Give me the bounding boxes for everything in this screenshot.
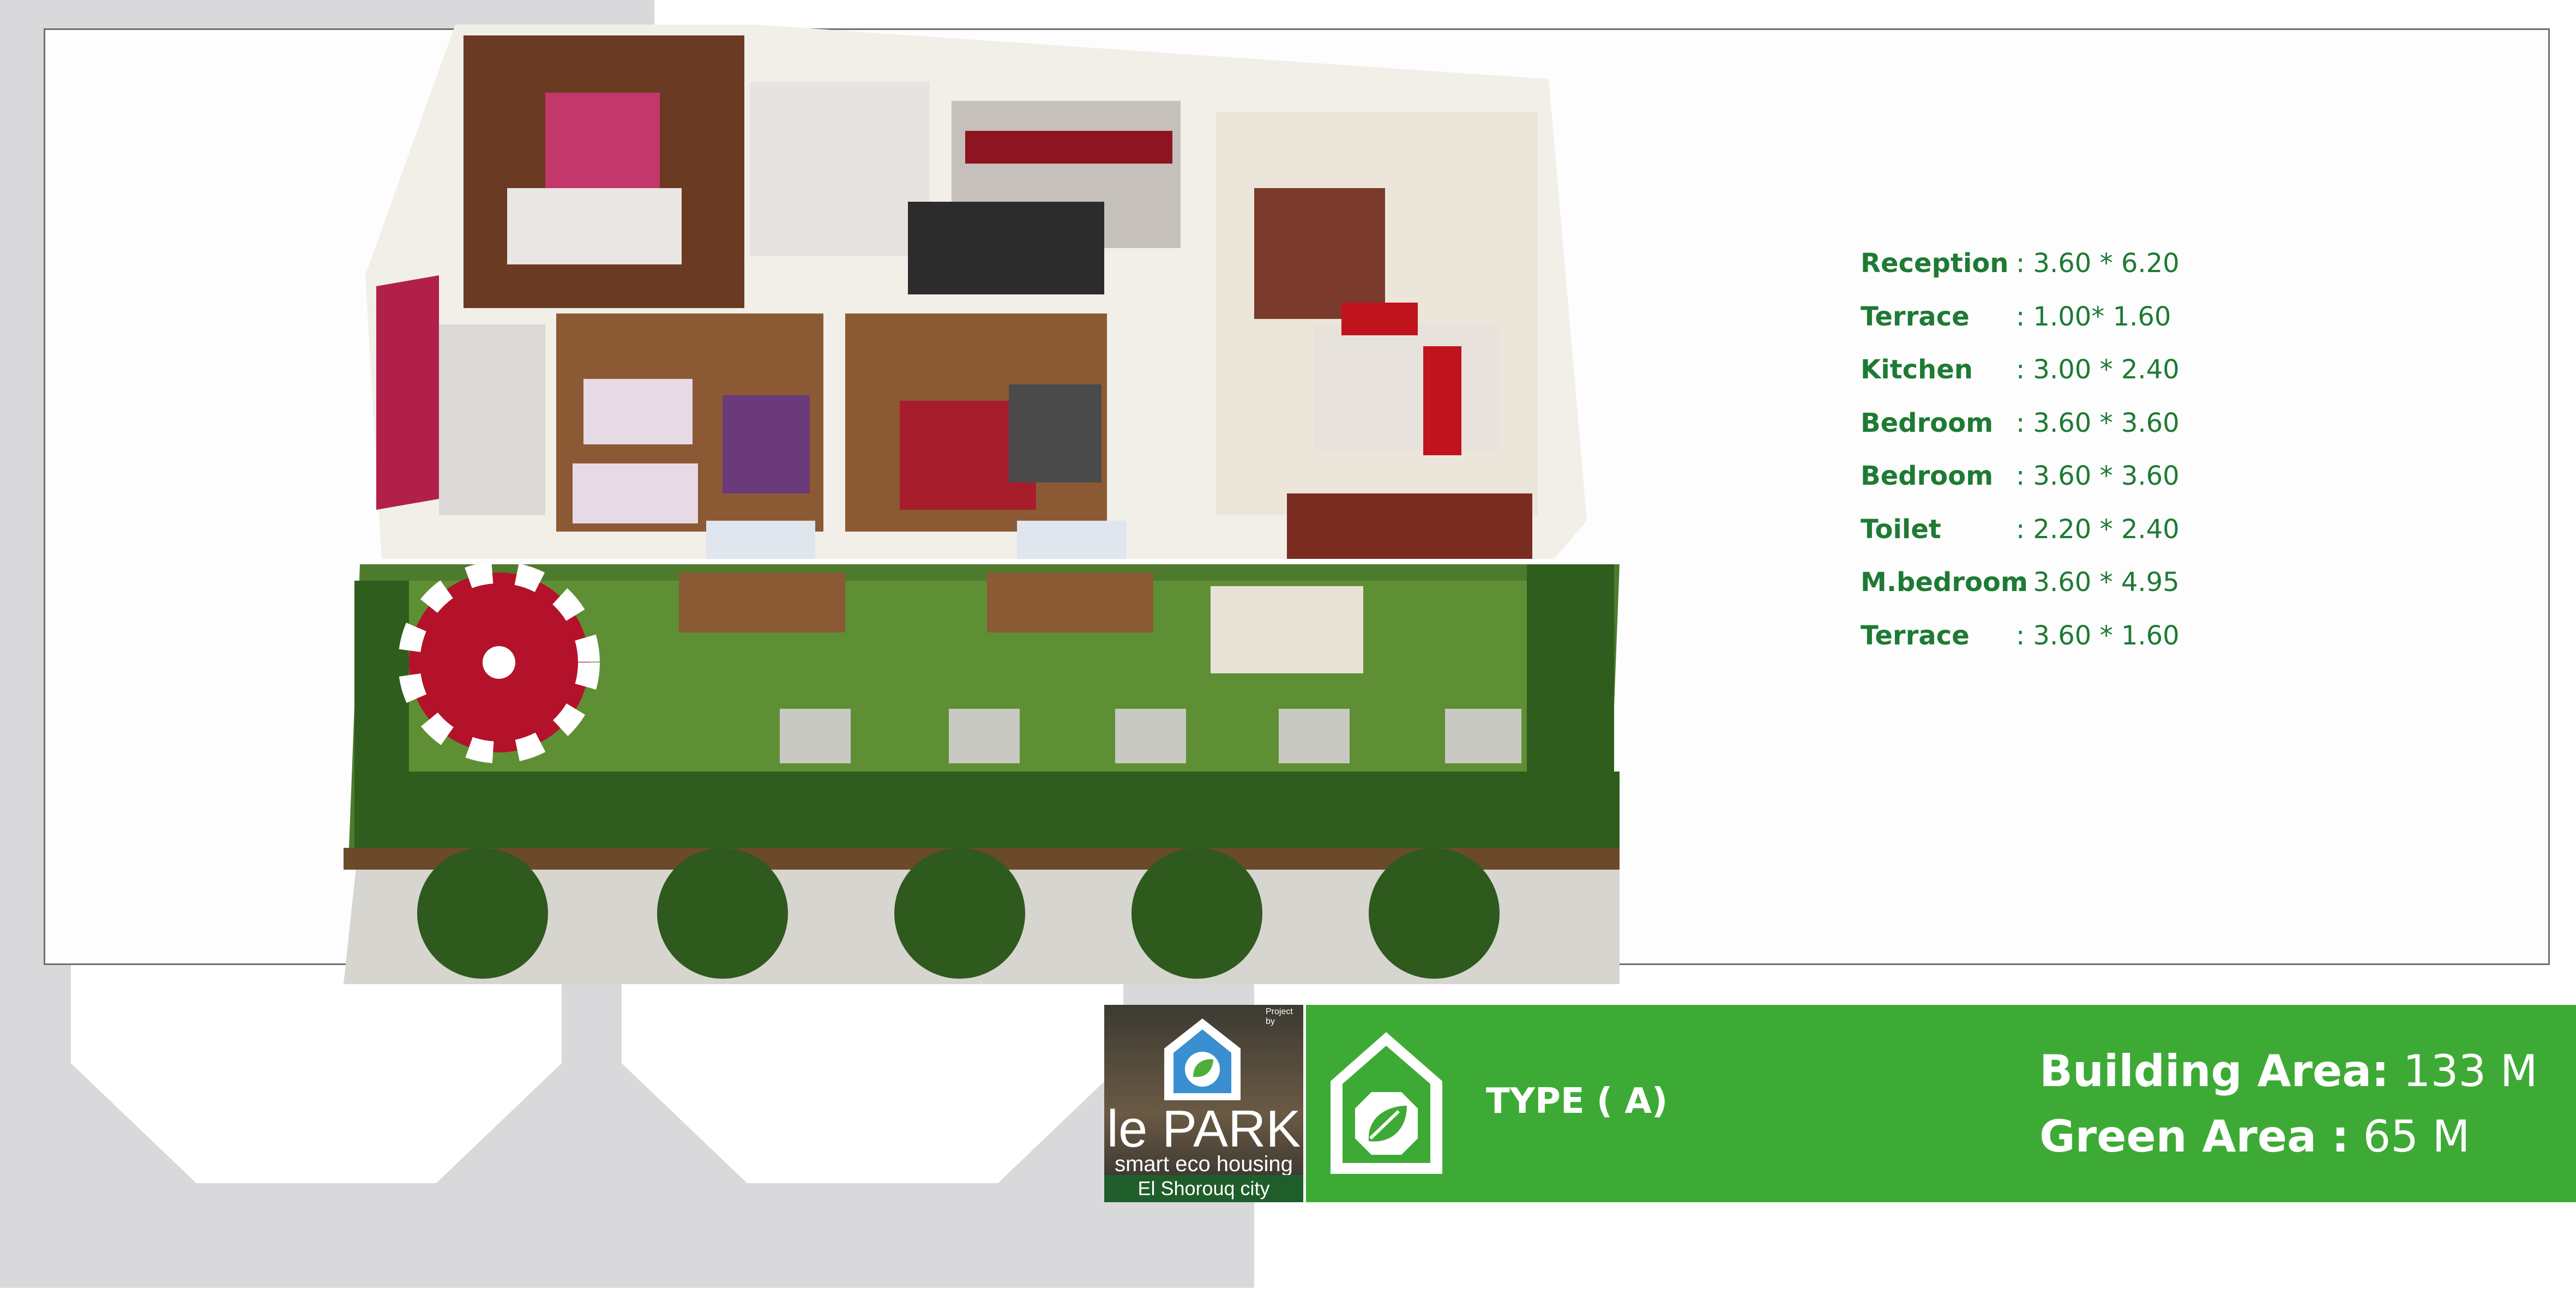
brand-tagline: smart eco housing	[1115, 1152, 1293, 1176]
room-name: Kitchen	[1861, 354, 1973, 385]
building-area-label: Building Area:	[2039, 1046, 2390, 1096]
room-name: M.bedroom	[1861, 567, 2028, 598]
room-dimension: : 1.00* 1.60	[2016, 301, 2171, 332]
room-name: Bedroom	[1861, 407, 1994, 438]
project-by-label: Project by	[1266, 1007, 1293, 1026]
building-area-value: 133 M	[2403, 1046, 2538, 1096]
room-dimension: : 3.60 * 4.95	[2016, 567, 2180, 598]
room-dimension: : 3.00 * 2.40	[2016, 354, 2180, 385]
green-area: Green Area : 65 M	[2039, 1111, 2470, 1162]
green-area-label: Green Area :	[2039, 1111, 2349, 1162]
room-dimension: : 2.20 * 2.40	[2016, 514, 2180, 545]
green-area-value: 65 M	[2363, 1111, 2470, 1162]
brand-city: El Shorouq city	[1104, 1175, 1303, 1202]
floor-plan-render	[338, 19, 1625, 984]
room-row-master-bedroom: M.bedroom : 3.60 * 4.95	[1861, 567, 2180, 620]
brand-name: le PARK	[1106, 1100, 1301, 1158]
room-dimension-list: Reception : 3.60 * 6.20 Terrace : 1.00* …	[1861, 248, 2180, 673]
house-leaf-logo-icon	[1164, 1018, 1241, 1100]
room-name: Terrace	[1861, 620, 1970, 651]
brand-logo-block: Project by le PARK smart eco housing El …	[1104, 1005, 1303, 1202]
building-area: Building Area: 133 M	[2039, 1046, 2538, 1096]
room-dimension: : 3.60 * 3.60	[2016, 461, 2180, 491]
room-dimension: : 3.60 * 6.20	[2016, 248, 2180, 279]
room-row-terrace: Terrace : 3.60 * 1.60	[1861, 620, 2180, 674]
room-name: Bedroom	[1861, 461, 1994, 491]
unit-info-bar: TYPE ( A) Building Area: 133 M Green Are…	[1306, 1005, 2576, 1202]
room-row-bedroom: Bedroom : 3.60 * 3.60	[1861, 408, 2180, 461]
leaf-icon	[1331, 1032, 1442, 1174]
unit-type-label: TYPE ( A)	[1486, 1081, 1668, 1122]
room-row-terrace: Terrace : 1.00* 1.60	[1861, 302, 2180, 355]
room-name: Terrace	[1861, 301, 1970, 332]
room-dimension: : 3.60 * 3.60	[2016, 407, 2180, 438]
room-name: Reception	[1861, 248, 2009, 279]
room-row-bedroom: Bedroom : 3.60 * 3.60	[1861, 461, 2180, 514]
room-name: Toilet	[1861, 514, 1941, 545]
room-row-kitchen: Kitchen : 3.00 * 2.40	[1861, 354, 2180, 408]
room-row-reception: Reception : 3.60 * 6.20	[1861, 248, 2180, 302]
room-dimension: : 3.60 * 1.60	[2016, 620, 2180, 651]
room-row-toilet: Toilet : 2.20 * 2.40	[1861, 514, 2180, 568]
